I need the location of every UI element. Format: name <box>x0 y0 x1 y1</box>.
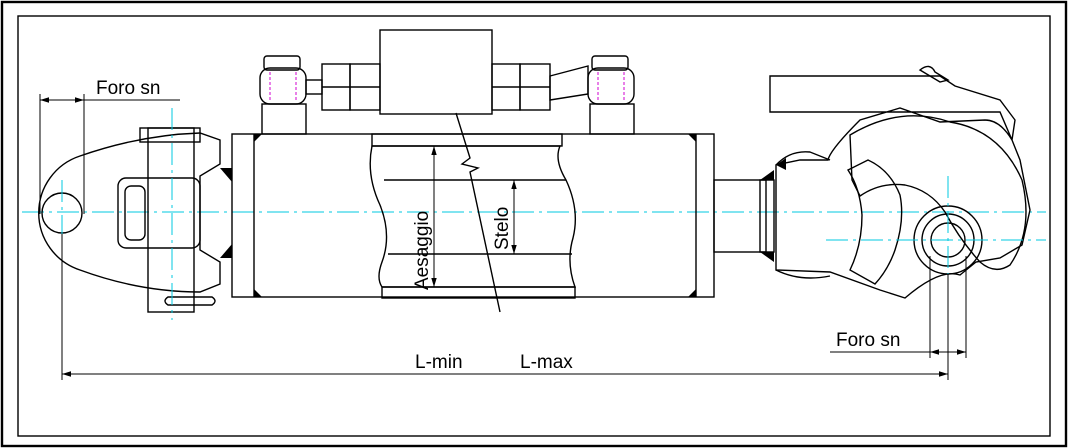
left-clevis-slot <box>117 177 201 249</box>
clevis-pin-head <box>139 127 201 143</box>
hook-neck-bottom <box>775 269 831 279</box>
weld-left-top <box>220 168 232 182</box>
left-hole-label: Foro sn <box>96 78 160 99</box>
pipe-right <box>549 65 589 101</box>
weld-barrel-1 <box>254 134 262 142</box>
length-max-label: L-max <box>520 352 573 373</box>
clevis-slot-inner <box>124 185 146 241</box>
piston-rod <box>713 179 767 253</box>
banjo-right-cap <box>591 55 629 71</box>
weld-barrel-2 <box>254 289 262 297</box>
barrel-wall-top <box>371 133 563 147</box>
right-hook <box>769 65 1046 340</box>
rod-collar <box>759 179 775 253</box>
banjo-left <box>259 67 307 105</box>
pipe-left <box>305 79 323 95</box>
port-right <box>589 103 635 135</box>
barrel-wall-bottom <box>381 286 576 299</box>
length-min-label: L-min <box>415 352 463 373</box>
clevis-pin <box>147 127 195 313</box>
clevis-pin-clip <box>164 296 216 306</box>
barrel-outline <box>231 133 715 298</box>
banjo-left-cap <box>263 55 301 71</box>
bore-label: Aesaggio <box>412 211 433 290</box>
weld-rod-bottom <box>760 252 774 262</box>
hook-latch <box>918 65 950 83</box>
break-line <box>455 112 501 313</box>
hook-jaw <box>849 115 1027 270</box>
banjo-right <box>587 67 635 105</box>
hook-tongue <box>846 159 903 285</box>
inner-frame <box>17 15 1051 437</box>
valve-block <box>379 29 493 115</box>
port-left <box>261 103 307 135</box>
hook-frame <box>769 75 1031 299</box>
weld-barrel-3 <box>688 134 696 142</box>
left-clevis <box>38 108 232 320</box>
right-hole-label: Foro sn <box>836 330 900 351</box>
weld-barrel-4 <box>688 289 696 297</box>
weld-hook <box>776 158 786 170</box>
rod-label: Stelo <box>492 207 513 250</box>
hydraulic-fittings <box>259 29 635 135</box>
hook-neck-top <box>775 151 831 166</box>
weld-left-bottom <box>220 244 232 258</box>
weld-rod-top <box>760 170 774 180</box>
cylinder-barrel <box>231 112 715 313</box>
